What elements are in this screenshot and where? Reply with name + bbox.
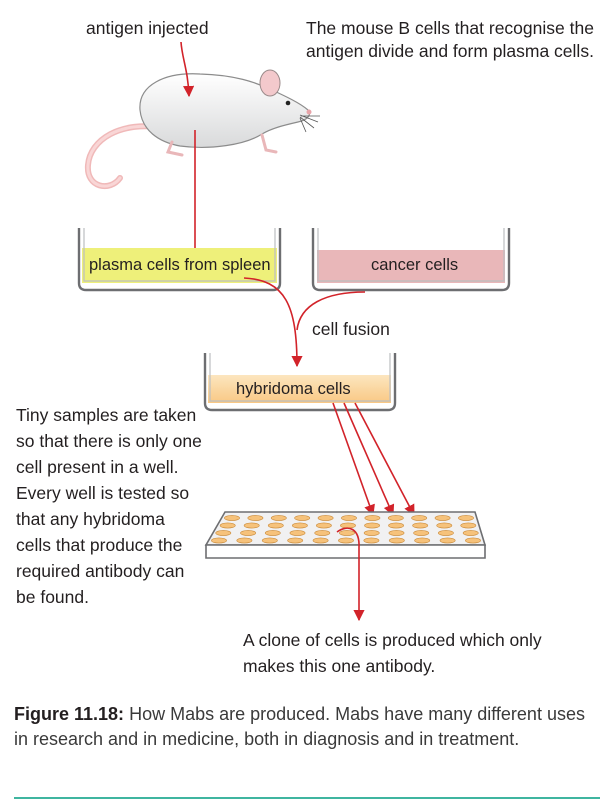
well [341,515,357,521]
cell-fusion-label: cell fusion [312,319,390,339]
plasma-cells-label: plasma cells from spleen [89,256,271,274]
cancer-to-fusion-line [296,291,366,331]
well [436,522,453,529]
b-cells-note: The mouse B cells that recognise the ant… [306,18,594,62]
well [434,515,451,521]
well [219,522,236,529]
cell-fusion-arrow [243,277,303,368]
wells-group [211,515,481,544]
well [261,537,278,544]
well-plate [204,511,487,559]
clone-arrow [336,527,365,622]
well [315,522,332,529]
hybridoma-cells-label: hybridoma cells [236,380,351,398]
well [338,537,354,544]
mouse-tail-inner [86,124,167,188]
clone-note: A clone of cells is produced which only … [243,630,542,676]
well [294,515,311,521]
well [414,537,431,544]
well [413,530,430,536]
well [363,537,380,544]
well [458,515,474,521]
antigen-injected-label: antigen injected [86,18,209,38]
hybridoma-dish [203,353,397,412]
well [312,537,329,544]
well [339,530,355,536]
well [314,530,331,536]
mab-production-diagram [77,41,511,622]
well [460,522,477,529]
well [215,530,232,536]
well [388,537,405,544]
caption-divider [14,797,600,799]
plasma-cell-dish [77,228,282,292]
mouse-eye [285,100,291,106]
well [267,522,284,529]
mouse-illustration [84,69,320,189]
well [291,522,308,529]
figure-caption-text: How Mabs are produced. Mabs have many di… [14,704,585,749]
well [462,530,479,536]
well-plate-front [205,544,486,559]
well [437,530,454,536]
well [317,515,334,521]
well [388,530,405,536]
well [289,530,306,536]
well [387,515,404,521]
well [363,530,380,536]
well [264,530,281,536]
well [236,537,253,544]
well [388,522,404,529]
sample-arrow-2 [343,402,395,517]
well [243,522,260,529]
well [412,522,429,529]
well [439,537,456,544]
well [364,515,381,521]
well [224,515,240,521]
samples-note: Tiny samples are taken so that there is … [16,405,202,607]
mouse-ear [259,69,281,97]
well [287,537,304,544]
well [465,537,481,544]
mouse-body [139,73,311,148]
cancer-cell-dish [311,228,511,292]
well [211,537,227,544]
well [240,530,256,536]
mouse-front-foot [260,133,278,154]
mouse-nose [306,109,312,115]
mouse-back-foot [165,140,184,157]
antigen-arrow [180,41,195,98]
sample-arrow-1 [332,402,375,517]
well [247,515,264,521]
mouse-whiskers [299,114,320,133]
well [364,522,380,529]
well [411,515,428,521]
figure-label: Figure 11.18: [14,704,125,724]
figure-caption: Figure 11.18: How Mabs are produced. Mab… [14,702,600,752]
well [270,515,287,521]
sample-arrow-3 [354,402,415,516]
cancer-cells-label: cancer cells [371,256,459,274]
